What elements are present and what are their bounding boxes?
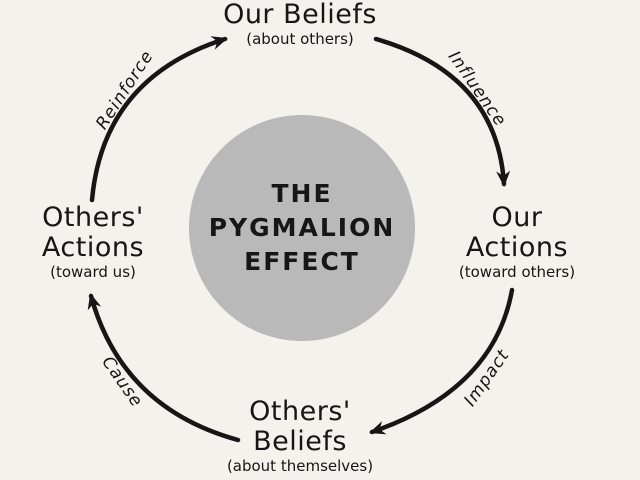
- diagram-title-line2: PYGMALION: [208, 213, 396, 242]
- node-our-beliefs-label: Our Beliefs: [223, 0, 377, 30]
- node-others-beliefs-sublabel: (about themselves): [226, 457, 374, 475]
- reinforce-arrow: [89, 36, 228, 203]
- impact-arrow: [369, 287, 515, 435]
- diagram-title-line3: EFFECT: [244, 247, 360, 276]
- node-others-actions: Others' Actions (toward us): [42, 203, 144, 282]
- node-others-beliefs-label-line1: Others': [249, 396, 351, 427]
- node-our-actions: Our Actions (toward others): [459, 203, 575, 282]
- node-our-beliefs: Our Beliefs (about others): [223, 0, 377, 49]
- node-others-beliefs-label-line2: Beliefs: [253, 426, 347, 457]
- node-others-actions-label-line2: Actions: [41, 232, 145, 263]
- cause-arrow: [87, 293, 241, 443]
- influence-arrow: [373, 36, 511, 187]
- node-our-actions-sublabel: (toward others): [458, 263, 576, 281]
- node-our-actions-label-line2: Actions: [465, 232, 569, 263]
- center-circle: [189, 115, 415, 341]
- diagram-title: THE PYGMALION EFFECT: [209, 177, 396, 279]
- node-others-actions-label-line1: Others': [42, 202, 144, 233]
- node-others-actions-sublabel: (toward us): [50, 263, 136, 281]
- diagram-title-line1: THE: [271, 179, 333, 208]
- node-our-actions-label-line1: Our: [491, 202, 543, 233]
- node-others-beliefs: Others' Beliefs (about themselves): [227, 397, 373, 476]
- node-our-beliefs-sublabel: (about others): [246, 30, 354, 48]
